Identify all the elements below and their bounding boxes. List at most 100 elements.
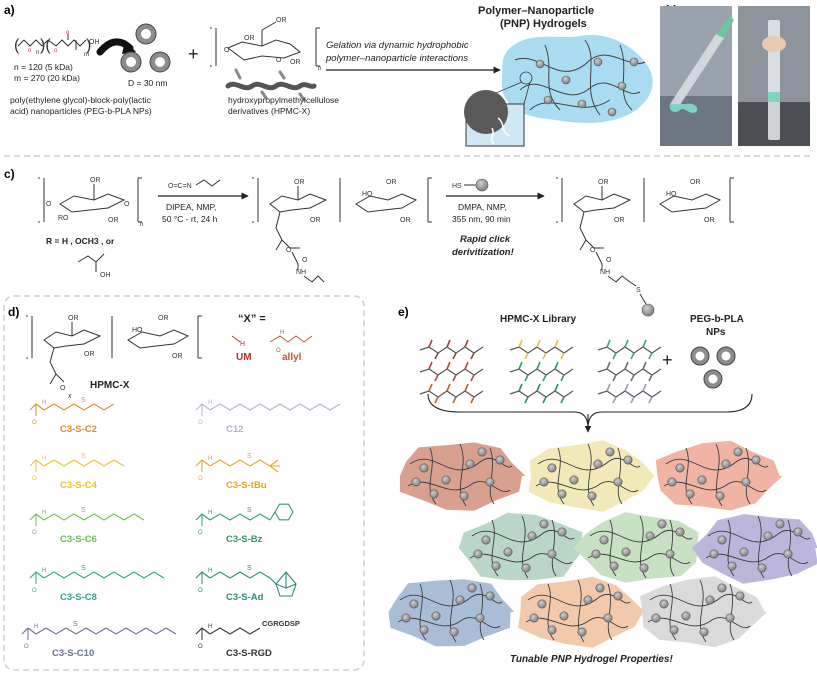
library-chain-branch bbox=[642, 383, 647, 392]
svg-text:O: O bbox=[606, 257, 612, 264]
x-group-chain bbox=[209, 459, 271, 467]
library-chain-branch bbox=[518, 361, 523, 370]
library-chain-branch bbox=[524, 374, 529, 382]
hydrogel-variant-blob bbox=[528, 440, 655, 512]
svg-text:O: O bbox=[124, 201, 130, 208]
library-chain-branch bbox=[560, 374, 565, 382]
library-label: HPMC-X Library bbox=[500, 314, 577, 325]
nanoparticle-icon bbox=[449, 627, 459, 637]
nanoparticle-icon bbox=[733, 447, 743, 457]
x-group-o: O bbox=[24, 644, 29, 650]
nanoparticle-icon bbox=[775, 519, 785, 529]
nanoparticle-icon bbox=[645, 531, 655, 541]
click-label-line1: Rapid click bbox=[460, 234, 511, 245]
x-group-label: C3-S-C8 bbox=[60, 592, 97, 603]
library-chain-branch bbox=[612, 374, 617, 382]
nanoparticle-icon bbox=[751, 455, 761, 465]
nanoparticle-icon bbox=[603, 613, 613, 623]
panel-label-d: d) bbox=[8, 305, 19, 319]
x-group-s: S bbox=[81, 565, 86, 572]
hydroxypropyl-group: OH bbox=[77, 253, 111, 279]
nanoparticle-icon bbox=[459, 491, 469, 501]
x-group-o: O bbox=[198, 644, 203, 650]
tbu-branches bbox=[269, 459, 280, 473]
svg-text:)(: )( bbox=[40, 37, 51, 54]
library-chain-branch bbox=[452, 352, 457, 360]
hydrogel-variant-blob bbox=[692, 514, 817, 584]
combine-bracket bbox=[427, 393, 753, 429]
nanoparticle-icon bbox=[455, 595, 465, 605]
svg-text:OR: OR bbox=[704, 217, 715, 224]
x-group-s: S bbox=[247, 507, 252, 514]
nanoparticle-icon bbox=[667, 477, 677, 487]
svg-text:OR: OR bbox=[244, 35, 255, 42]
gelation-text-line2: polymer–nanoparticle interactions bbox=[325, 53, 468, 64]
nanoparticle-core bbox=[721, 351, 731, 361]
nanoparticle-icon bbox=[613, 591, 623, 601]
library-chain-branch bbox=[434, 352, 439, 360]
svg-text:o: o bbox=[28, 48, 32, 54]
pnp-title-line2: (PNP) Hydrogels bbox=[500, 18, 587, 30]
nanoparticle-icon bbox=[539, 477, 549, 487]
x-group-chain bbox=[209, 403, 341, 411]
hpmc-description-line2: derivatives (HPMC-X) bbox=[228, 106, 310, 116]
svg-text:OR: OR bbox=[276, 17, 287, 24]
np-description-line2: acid) nanoparticles (PEG-b-PLA NPs) bbox=[10, 106, 152, 116]
nanoparticle-icon bbox=[491, 561, 501, 571]
x-group-s: S bbox=[81, 507, 86, 514]
nps-label-line1: PEG-b-PLA bbox=[690, 314, 744, 325]
x-group-label: C3-S-tBu bbox=[226, 480, 267, 491]
panel-label-a: a) bbox=[4, 3, 15, 17]
library-chain bbox=[509, 383, 574, 404]
fingers bbox=[762, 36, 786, 52]
nanoparticle-icon bbox=[465, 459, 475, 469]
svg-text:OR: OR bbox=[598, 179, 609, 186]
photo-syringe bbox=[660, 6, 734, 146]
svg-text:HO: HO bbox=[666, 191, 677, 198]
click-label-line2: derivitization! bbox=[452, 247, 514, 258]
hydrogel-variant bbox=[528, 440, 655, 512]
allyl-structure: H O bbox=[269, 330, 313, 354]
nanoparticle-icon bbox=[401, 613, 411, 623]
hydrogel-variant-network bbox=[587, 515, 693, 579]
x-group-o: O bbox=[32, 588, 37, 594]
svg-text:O: O bbox=[46, 201, 52, 208]
library-chain-branch bbox=[542, 352, 547, 360]
nanoparticle-icon bbox=[717, 535, 727, 545]
hs-label: HS bbox=[452, 183, 462, 190]
library-chain-branch bbox=[648, 374, 653, 382]
x-group-chain bbox=[35, 627, 177, 635]
hydrogel-variant bbox=[573, 512, 699, 583]
panel-label-e: e) bbox=[398, 305, 409, 319]
x-group-o: O bbox=[32, 530, 37, 536]
svg-text:O: O bbox=[60, 385, 66, 392]
nanoparticle-icon bbox=[681, 611, 691, 621]
curved-arrowhead-icon bbox=[122, 40, 136, 54]
inset-nanoparticle bbox=[464, 90, 508, 134]
nanoparticle-icon bbox=[793, 527, 803, 537]
photo-vial bbox=[738, 6, 810, 146]
hydrogel-variant-network bbox=[469, 515, 575, 579]
svg-text:o: o bbox=[54, 48, 58, 54]
hydrogel-variant bbox=[518, 576, 645, 648]
library-chain-branch bbox=[518, 383, 523, 392]
library-chain-backbone bbox=[419, 368, 484, 376]
nanoparticle-icon bbox=[623, 455, 633, 465]
svg-text:n: n bbox=[36, 50, 39, 56]
nanoparticle-icon bbox=[409, 599, 419, 609]
nanoparticle-icon bbox=[675, 527, 685, 537]
svg-text:NH: NH bbox=[296, 269, 306, 276]
np-diameter-label: D = 30 nm bbox=[128, 78, 167, 88]
svg-text:NH: NH bbox=[600, 269, 610, 276]
hydrogel-variants bbox=[388, 440, 817, 648]
plus-sign-e: + bbox=[662, 350, 673, 370]
svg-text:n: n bbox=[318, 66, 321, 72]
x-group-label: C3-S-Ad bbox=[226, 592, 264, 603]
library-chain-branch bbox=[464, 361, 469, 370]
library-chain-backbone bbox=[419, 390, 484, 398]
library-chain-backbone bbox=[597, 346, 662, 354]
nanoparticle-icon bbox=[431, 611, 441, 621]
syringe-body bbox=[670, 34, 724, 108]
x-group-nh: H bbox=[208, 568, 212, 574]
